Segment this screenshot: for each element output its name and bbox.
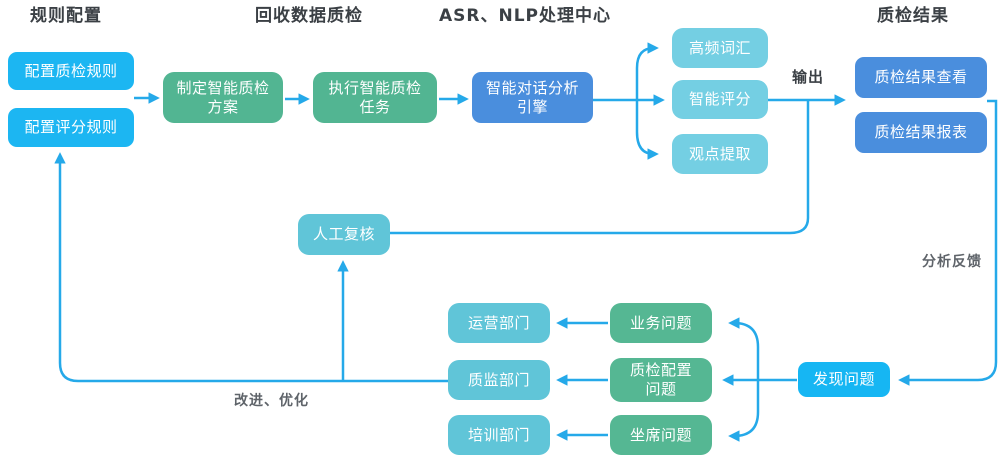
node-qc-config-issue: 质检配置 问题 xyxy=(610,358,712,402)
line-output-to-manual-review xyxy=(390,100,810,235)
arrow-engine-to-freq xyxy=(635,42,659,100)
arrow-find-to-biz xyxy=(728,317,760,380)
node-quality-dept: 质监部门 xyxy=(448,360,550,400)
arrow-result-to-find-issue xyxy=(898,99,998,386)
header-qc-result: 质检结果 xyxy=(877,6,949,26)
header-asr-nlp: ASR、NLP处理中心 xyxy=(439,6,612,26)
node-qc-result-report: 质检结果报表 xyxy=(855,112,987,153)
node-training-dept: 培训部门 xyxy=(448,415,550,455)
header-recycle-qc: 回收数据质检 xyxy=(255,6,363,26)
node-config-qc-rule: 配置质检规则 xyxy=(8,52,134,90)
label-output: 输出 xyxy=(792,68,825,86)
node-high-freq-words: 高频词汇 xyxy=(672,28,768,68)
node-manual-review: 人工复核 xyxy=(298,214,390,255)
node-make-qc-plan: 制定智能质检 方案 xyxy=(163,72,283,123)
arrow-engine-to-viewpoint xyxy=(635,100,659,160)
header-rule-config: 规则配置 xyxy=(30,6,102,26)
node-dialog-engine: 智能对话分析 引擎 xyxy=(472,72,593,123)
node-business-issue: 业务问题 xyxy=(610,303,712,343)
arrow-feedback-to-score-rule xyxy=(54,152,448,383)
node-qc-result-view: 质检结果查看 xyxy=(855,57,987,98)
node-agent-issue: 坐席问题 xyxy=(610,415,712,455)
node-exec-qc-task: 执行智能质检 任务 xyxy=(313,72,437,123)
node-find-issue: 发现问题 xyxy=(798,362,890,397)
label-analysis-feedback: 分析反馈 xyxy=(922,254,982,270)
label-improve-optimize: 改进、优化 xyxy=(234,393,309,409)
node-viewpoint-extract: 观点提取 xyxy=(672,134,768,174)
node-operation-dept: 运营部门 xyxy=(448,303,550,343)
node-config-score-rule: 配置评分规则 xyxy=(8,108,134,147)
arrow-find-to-agent xyxy=(728,380,760,442)
node-smart-score: 智能评分 xyxy=(672,80,768,119)
